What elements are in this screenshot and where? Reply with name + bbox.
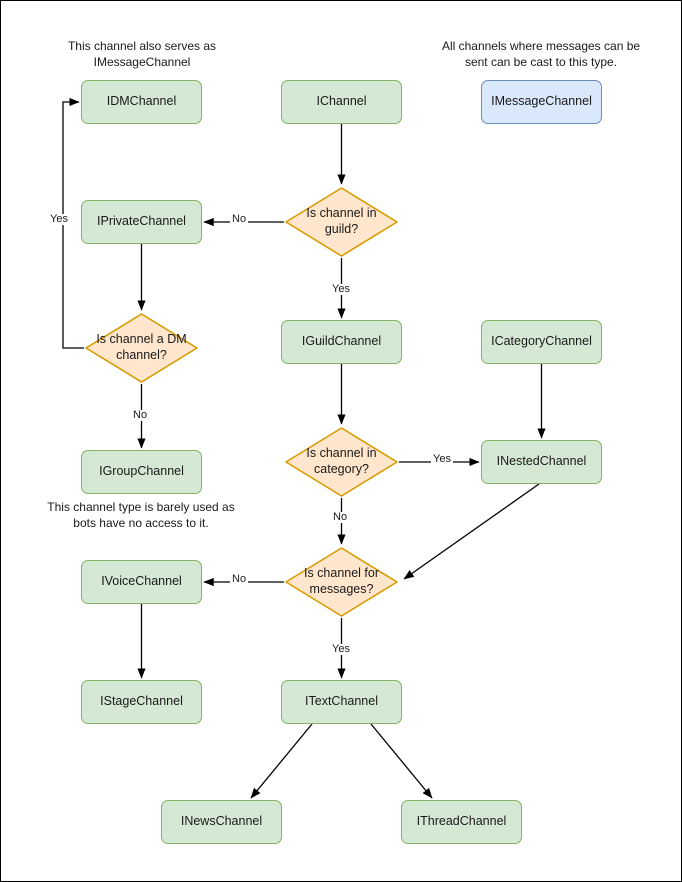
note-dm-channel: This channel also serves as IMessageChan… — [67, 39, 217, 69]
node-label: IPrivateChannel — [97, 214, 186, 229]
node-idmchannel[interactable]: IDMChannel — [81, 80, 202, 124]
diamond-shape — [285, 187, 398, 257]
node-iprivatechannel[interactable]: IPrivateChannel — [81, 200, 202, 244]
node-label: Is channel in category? — [306, 446, 377, 476]
edge-label-no-category: No — [331, 511, 350, 523]
node-label: IGroupChannel — [99, 464, 184, 479]
node-label: IChannel — [316, 94, 367, 109]
edge-label-yes-category: Yes — [431, 453, 453, 465]
node-label: Is channel a DM channel? — [96, 332, 187, 362]
note-group-channel: This channel type is barely used as bots… — [47, 500, 235, 530]
decision-is-channel-a-dm-channel[interactable]: Is channel a DM channel? — [84, 312, 199, 384]
node-label: IThreadChannel — [416, 814, 507, 829]
diamond-shape — [85, 313, 198, 383]
edge-itext-to-ithread — [370, 723, 433, 799]
node-label: ICategoryChannel — [491, 334, 592, 349]
note-message-channel: All channels where messages can be sent … — [441, 39, 641, 69]
node-label: IStageChannel — [100, 694, 183, 709]
node-label: Is channel for messages? — [303, 566, 380, 596]
diamond-shape — [285, 547, 398, 617]
node-label: ITextChannel — [305, 694, 378, 709]
node-label: INewsChannel — [180, 814, 263, 829]
node-label: IGuildChannel — [301, 334, 382, 349]
node-ivoicechannel[interactable]: IVoiceChannel — [81, 560, 202, 604]
node-igroupchannel[interactable]: IGroupChannel — [81, 450, 202, 494]
node-label: IMessageChannel — [491, 94, 592, 109]
node-itextchannel[interactable]: ITextChannel — [281, 680, 402, 724]
node-istagechannel[interactable]: IStageChannel — [81, 680, 202, 724]
edge-label-no-messages: No — [230, 573, 249, 585]
node-inewschannel[interactable]: INewsChannel — [161, 800, 282, 844]
node-ithreadchannel[interactable]: IThreadChannel — [401, 800, 522, 844]
edge-inested-to-messages-decision — [403, 483, 540, 580]
edge-itext-to-inews — [250, 723, 313, 799]
node-ichannel[interactable]: IChannel — [281, 80, 402, 124]
decision-is-channel-in-category[interactable]: Is channel in category? — [284, 426, 399, 498]
decision-is-channel-for-messages[interactable]: Is channel for messages? — [284, 546, 399, 618]
node-inestedchannel[interactable]: INestedChannel — [481, 440, 602, 484]
edge-label-yes-dm: Yes — [48, 213, 70, 225]
node-label: IVoiceChannel — [101, 574, 182, 589]
node-label: IDMChannel — [106, 94, 177, 109]
node-label: INestedChannel — [496, 454, 587, 469]
node-imessagechannel[interactable]: IMessageChannel — [481, 80, 602, 124]
decision-is-channel-in-guild[interactable]: Is channel in guild? — [284, 186, 399, 258]
node-iguildchannel[interactable]: IGuildChannel — [281, 320, 402, 364]
edge-label-no-guild: No — [230, 213, 249, 225]
edge-label-yes-messages: Yes — [330, 643, 352, 655]
edge-label-yes-guild: Yes — [330, 283, 352, 295]
diamond-shape — [285, 427, 398, 497]
edge-label-no-dm: No — [131, 409, 150, 421]
node-label: Is channel in guild? — [306, 206, 377, 236]
node-icategorychannel[interactable]: ICategoryChannel — [481, 320, 602, 364]
